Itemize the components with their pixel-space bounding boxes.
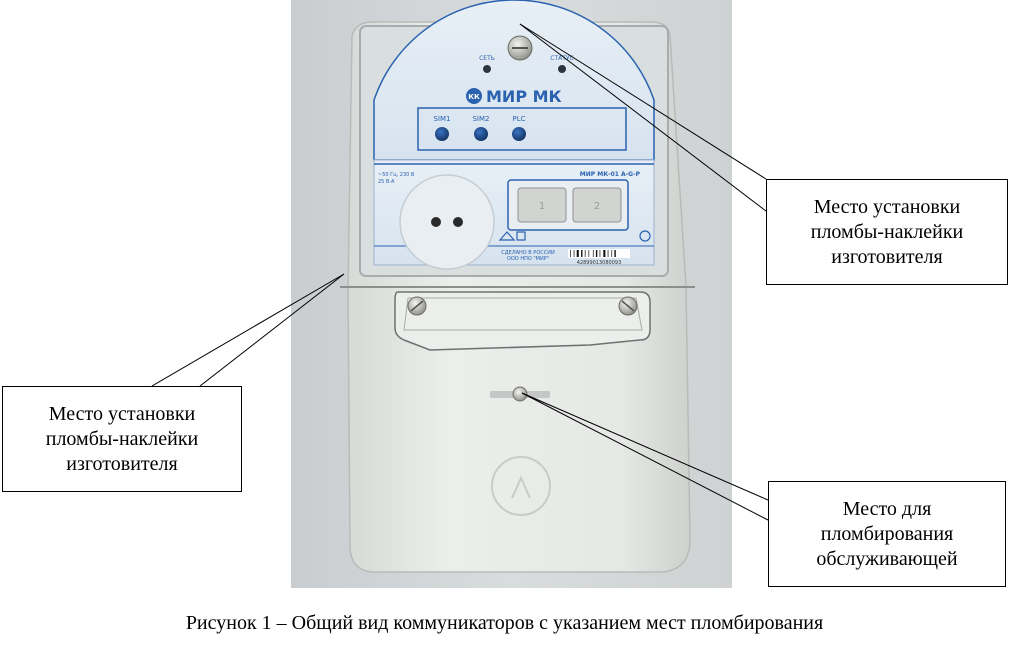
button-1-label: 1 — [539, 201, 545, 212]
house-icon — [498, 231, 516, 241]
brand-logo-text: КК — [468, 93, 480, 101]
specs-line-1: ~50 Гц, 230 В — [378, 172, 415, 178]
sim1-led — [435, 127, 449, 141]
callout-manufacturer-seal-top: Место установки пломбы-наклейки изготови… — [766, 179, 1008, 285]
interface-frame — [417, 107, 627, 151]
terminal-cover-window — [394, 291, 651, 351]
button-2-label: 2 — [594, 201, 600, 212]
sim2-label: SIM2 — [472, 115, 489, 123]
barcode-bar — [603, 250, 606, 257]
certification-icon — [639, 230, 651, 242]
brand-logo-icon — [466, 88, 482, 104]
optical-port-right — [453, 217, 463, 227]
network-led — [483, 65, 491, 73]
barcode-bar — [576, 250, 579, 257]
barcode-bar — [588, 250, 590, 257]
terminal-cover-inner — [403, 297, 643, 331]
barcode-bar — [611, 250, 613, 257]
status-label: СТАТУС — [550, 55, 573, 62]
barcode-bar — [592, 250, 594, 257]
barcode — [568, 249, 630, 258]
barcode-bar — [599, 250, 601, 257]
plc-label: PLC — [512, 115, 525, 123]
callout-service-seal: Место для пломбирования обслуживающей — [768, 481, 1006, 587]
barcode-bar — [595, 250, 598, 257]
button-1[interactable] — [517, 187, 567, 223]
barcode-bar — [570, 250, 571, 257]
network-label: СЕТЬ — [479, 55, 495, 62]
barcode-bar — [614, 250, 616, 257]
callout-manufacturer-seal-left: Место установки пломбы-наклейки изготови… — [2, 386, 242, 492]
status-led — [558, 65, 566, 73]
leader-lines — [151, 23, 769, 521]
sim2-led — [474, 127, 488, 141]
figure-caption: Рисунок 1 – Общий вид коммуникаторов с у… — [185, 612, 824, 634]
model-label: МИР МК-01 А-G-P — [580, 171, 641, 178]
embossed-logo — [491, 456, 551, 516]
sim1-label: SIM1 — [433, 115, 450, 123]
made-in-label: СДЕЛАНО В РОССИИ — [501, 250, 555, 256]
manufacturer-label: ООО НПО "МИР" — [507, 256, 549, 262]
brand-name: МИР МК — [486, 87, 562, 106]
optical-port-left — [431, 217, 441, 227]
service-seal-screw — [512, 386, 528, 402]
square-icon — [516, 231, 526, 241]
specs-line-2: 25 В·А — [378, 179, 395, 185]
barcode-bar — [607, 250, 609, 257]
barcode-bar — [584, 250, 586, 257]
barcode-bar — [581, 250, 583, 257]
serial-number: 42899013080093 — [577, 260, 622, 266]
barcode-bar — [573, 250, 575, 257]
button-2[interactable] — [572, 187, 622, 223]
plc-led — [512, 127, 526, 141]
round-window — [399, 174, 495, 270]
